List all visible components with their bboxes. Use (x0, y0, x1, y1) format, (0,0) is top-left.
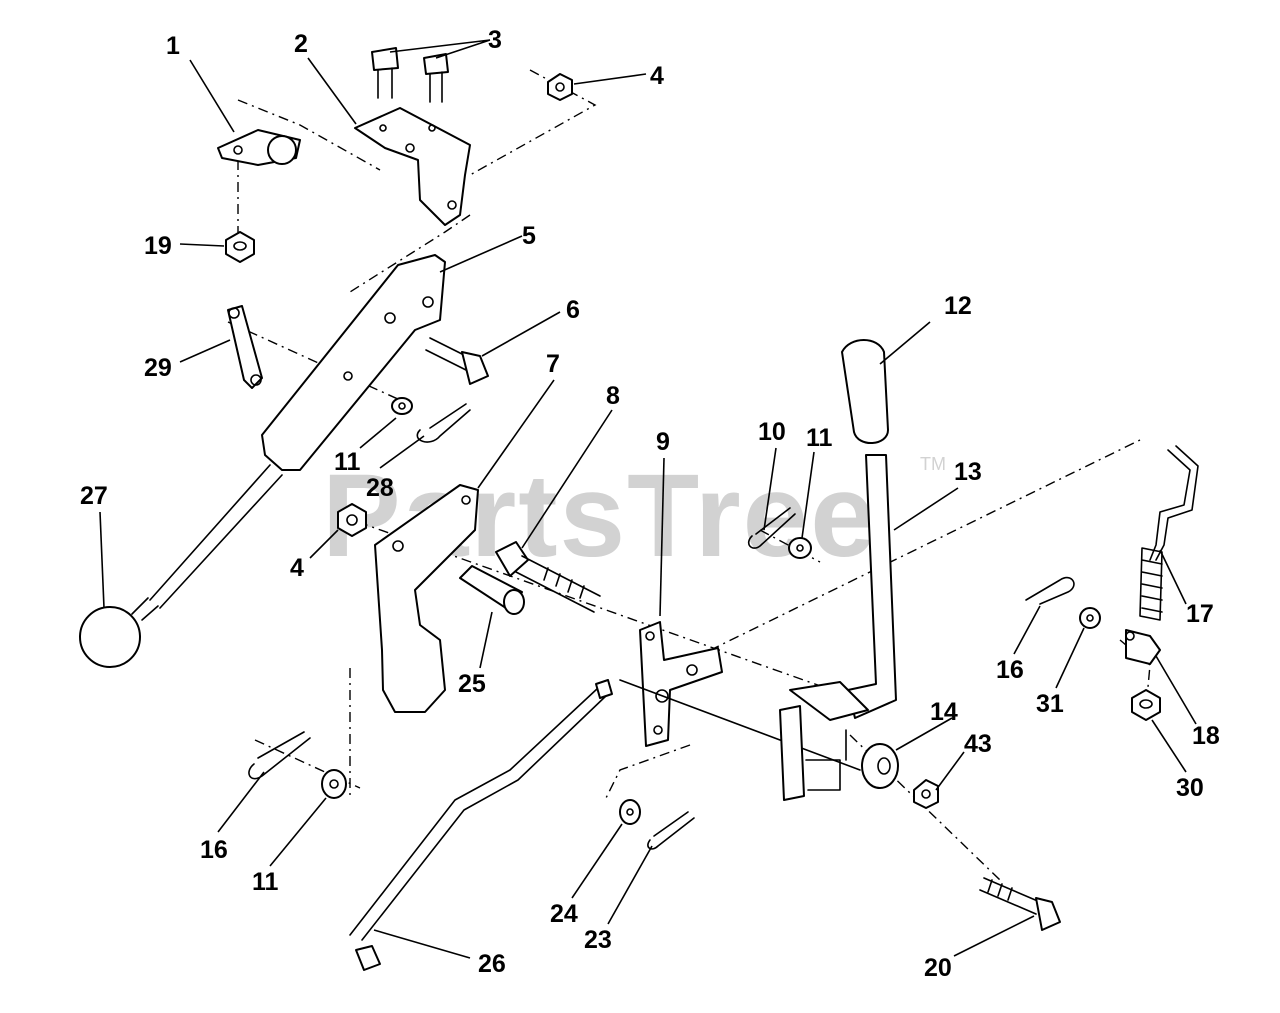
callout-4: 4 (650, 62, 664, 90)
callout-17: 17 (1186, 600, 1214, 628)
callout-16: 16 (996, 656, 1024, 684)
part-4-nut-top (547, 73, 573, 101)
part-9-bracket (639, 621, 723, 747)
part-27-knob (79, 464, 283, 668)
part-8-bolt (495, 541, 601, 613)
part-29-link (227, 305, 263, 389)
leader-lines (99, 39, 1197, 959)
callout-5: 5 (522, 222, 536, 250)
part-16-hairpin-left (248, 731, 311, 780)
callout-7: 7 (546, 350, 560, 378)
part-24-washer (619, 799, 641, 825)
part-1-clamp (217, 129, 301, 166)
part-10-cotter-pin (747, 507, 796, 549)
callout-16: 16 (200, 836, 228, 864)
callout-26: 26 (478, 950, 506, 978)
callout-14: 14 (930, 698, 958, 726)
callout-13: 13 (954, 458, 982, 486)
callout-19: 19 (144, 232, 172, 260)
callout-24: 24 (550, 900, 578, 928)
part-14-washer (861, 743, 899, 789)
callout-11: 11 (334, 448, 361, 476)
part-30-nut (1131, 689, 1161, 721)
part-23-cotter-pin (647, 811, 695, 850)
part-5-lever-arm (261, 254, 446, 471)
callout-10: 10 (758, 418, 786, 446)
callout-27: 27 (80, 482, 108, 510)
part-11-washer-upper (391, 397, 413, 415)
callout-28: 28 (366, 474, 394, 502)
part-3-bolts (371, 47, 449, 103)
part-6-bolt (425, 337, 489, 385)
part-7-plate (374, 484, 479, 713)
callout-4: 4 (290, 554, 304, 582)
callout-labels: 1 2 3 4 5 6 19 29 11 28 27 4 7 8 25 9 10… (80, 26, 1220, 982)
part-20-bolt (979, 877, 1061, 931)
part-11-washer-lower (321, 769, 347, 799)
part-17-rod (1139, 445, 1199, 621)
callout-11: 11 (252, 868, 279, 896)
part-25-spacer (459, 565, 525, 615)
callout-2: 2 (294, 30, 308, 58)
callout-43: 43 (964, 730, 992, 758)
part-28-hairpin (416, 403, 471, 443)
callout-6: 6 (566, 296, 580, 324)
callout-31: 31 (1036, 690, 1064, 718)
part-13-handle (779, 454, 897, 801)
part-26-rod (349, 679, 613, 971)
callout-29: 29 (144, 354, 172, 382)
callout-30: 30 (1176, 774, 1204, 802)
part-11-washer-right (788, 537, 812, 559)
callout-8: 8 (606, 382, 620, 410)
callout-20: 20 (924, 954, 952, 982)
part-43-nut (913, 779, 939, 809)
part-18-pivot (1125, 629, 1161, 665)
pivot-shaft (619, 679, 861, 771)
part-16-hairpin-right (1025, 576, 1075, 605)
part-31-washer (1079, 607, 1101, 629)
callout-25: 25 (458, 670, 486, 698)
callout-18: 18 (1192, 722, 1220, 750)
part-19-nut (225, 231, 255, 263)
callout-23: 23 (584, 926, 612, 954)
callout-12: 12 (944, 292, 972, 320)
callout-3: 3 (488, 26, 502, 54)
part-4-nut-middle (337, 503, 367, 537)
part-12-grip (841, 339, 889, 444)
callout-1: 1 (166, 32, 180, 60)
watermark-trademark: TM (920, 454, 946, 474)
callout-9: 9 (656, 428, 670, 456)
callout-11: 11 (806, 424, 833, 452)
part-2-bracket (354, 107, 471, 226)
